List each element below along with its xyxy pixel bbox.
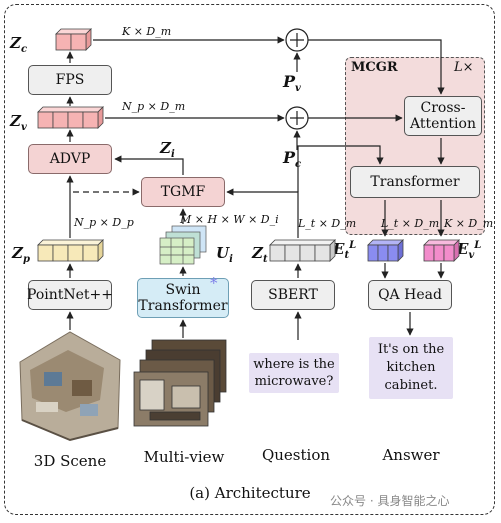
watermark: 公众号 · 具身智能之心 [330,494,450,508]
multiview-images [133,339,227,427]
dim-k-dm: K × D_m [122,25,172,38]
answer-text-box: It's on the kitchen cabinet. [369,337,453,399]
add-pc-circle [285,106,309,130]
dim-lt-dm-2: L_t × D_m [381,217,440,230]
zp-label: Zp [12,244,30,265]
diagram-frame [4,4,495,515]
sbert-text: SBERT [268,287,318,303]
transformer-box: Transformer [350,166,480,198]
qa-head-box: QA Head [368,280,452,310]
ev-token-block [423,239,460,262]
caption-multiview: Multi-view [143,448,225,466]
advp-box: ADVP [28,144,112,174]
zv-label: Zv [10,112,27,133]
pv-label: Pv [283,72,301,95]
mcgr-label: MCGR [351,60,398,75]
tgmf-text: TGMF [160,184,206,200]
ui-feature-grids [159,225,207,265]
transformer-text: Transformer [370,174,460,190]
caption-question: Question [261,446,331,464]
question-line-1: where is the [253,357,335,372]
add-pv-circle [285,28,309,52]
cross-attention-box: Cross- Attention [404,96,482,136]
caption-answer: Answer [382,446,440,464]
cross-attention-text-1: Cross- [420,100,466,116]
swin-text-1: Swin [165,282,201,298]
dim-mhwd: M × H × W × D_i [180,213,279,226]
star-icon: * [210,274,218,292]
zi-label: Zi [160,139,175,160]
cross-attention-text-2: Attention [410,116,476,132]
zp-token-block [37,239,104,262]
arrow-tgmf-advp [114,155,184,175]
swin-transformer-box: Swin Transformer [137,278,229,318]
figure-title: (a) Architecture [189,484,311,502]
arrow-zt-transformer [297,145,384,192]
answer-line-1: It's on the [377,342,445,357]
3d-scene-image [19,331,121,442]
dim-k-dm-2: K × D_m [444,217,494,230]
ev-label: EvL [457,240,482,261]
pointnet-text: PointNet++ [26,287,114,303]
qa-head-text: QA Head [378,287,442,303]
pointnet-box: PointNet++ [26,280,114,310]
answer-line-3: cabinet. [384,378,438,393]
answer-line-2: kitchen [386,360,436,375]
zc-label: Zc [10,34,28,55]
zt-label: Zt [252,244,268,265]
arrow-zt-tgmf [226,188,299,238]
ui-label: Ui [216,244,233,265]
zt-token-block [269,239,336,262]
fps-box: FPS [28,65,112,95]
caption-3d-scene: 3D Scene [33,452,107,470]
swin-text-2: Transformer [138,298,228,314]
et-token-block [367,239,404,262]
layers-label: L× [454,60,474,75]
advp-text: ADVP [49,151,91,167]
tgmf-box: TGMF [141,177,225,207]
dim-np-dm: N_p × D_m [122,100,186,113]
dim-lt-dm: L_t × D_m [298,217,357,230]
question-line-2: microwave? [254,374,334,389]
et-label: EtL [333,240,357,261]
arrow-plus-crossattn [308,39,445,95]
question-text-box: where is the microwave? [249,353,339,393]
sbert-box: SBERT [251,280,335,310]
zv-token-block [37,106,104,129]
fps-text: FPS [55,72,85,88]
zc-token-block [55,28,92,51]
dim-np-dp: N_p × D_p [74,216,134,229]
